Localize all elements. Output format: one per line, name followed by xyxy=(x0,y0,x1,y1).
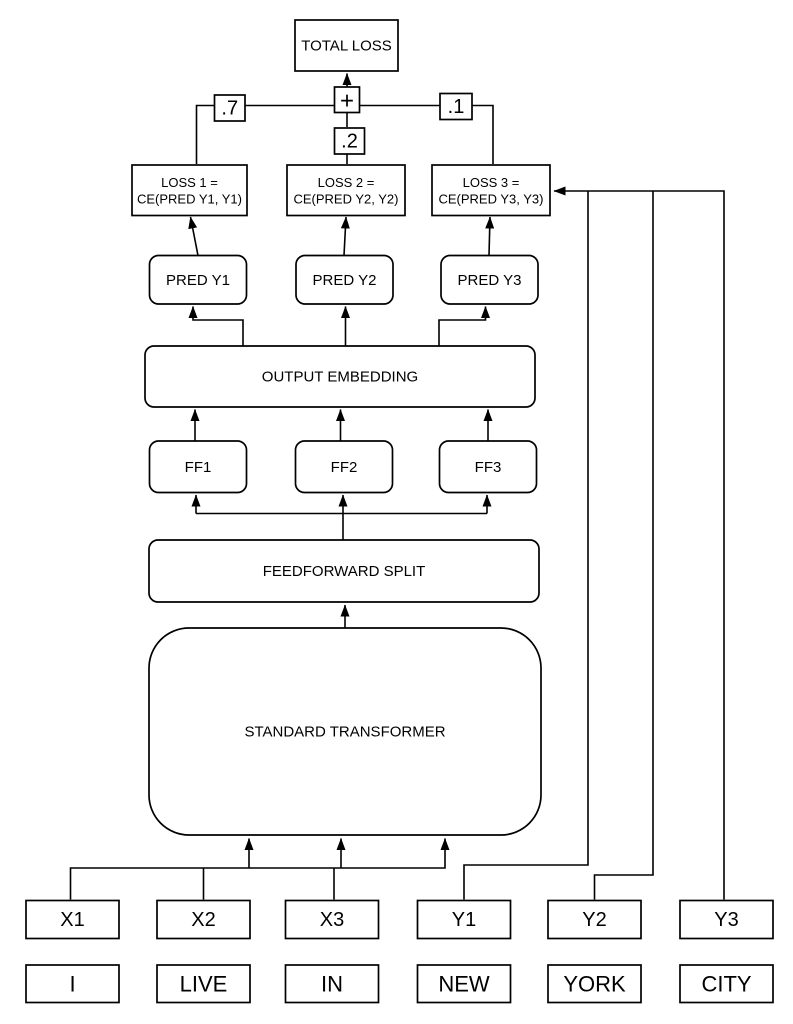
word-i-label: I xyxy=(69,972,75,997)
token-y3-node xyxy=(679,899,774,940)
weight-loss2-label: .2 xyxy=(341,131,358,153)
word-city-label: CITY xyxy=(701,972,751,997)
weight-loss2-node xyxy=(333,127,366,155)
edge-y2-to-loss3 xyxy=(593,191,654,900)
token-x2-node xyxy=(156,899,251,940)
ff1-node xyxy=(148,440,248,494)
loss3-label-line1: LOSS 3 = xyxy=(463,175,520,190)
total-loss-node xyxy=(294,19,399,72)
word-in-label: IN xyxy=(321,972,343,997)
ff2-label: FF2 xyxy=(331,459,358,476)
token-x3-node xyxy=(284,899,380,940)
token-y3-label: Y3 xyxy=(714,909,738,931)
edge-plus-to-loss1 xyxy=(195,104,335,164)
ff1-label: FF1 xyxy=(185,459,212,476)
word-york-label: YORK xyxy=(563,972,626,997)
feedforward-split-node xyxy=(148,539,540,603)
word-city-node xyxy=(679,964,774,1004)
ff2-node xyxy=(294,440,394,494)
feedforward-split-label: FEEDFORWARD SPLIT xyxy=(263,563,426,580)
loss2-node xyxy=(286,164,406,217)
weight-loss1-node xyxy=(213,94,246,122)
word-live-label: LIVE xyxy=(180,972,228,997)
word-york-node xyxy=(547,964,642,1004)
word-i-node xyxy=(25,964,120,1004)
nodes: TOTAL LOSS + .7 .2 .1 LOSS 1 = CE(PRED Y… xyxy=(25,19,774,1004)
total-loss-label: TOTAL LOSS xyxy=(301,38,392,55)
word-in-node xyxy=(284,964,380,1004)
output-embedding-label: OUTPUT EMBEDDING xyxy=(262,369,418,386)
loss1-label-line1: LOSS 1 = xyxy=(161,175,218,190)
edge-output-embedding-to-pred1 xyxy=(188,306,244,346)
edges xyxy=(69,73,725,900)
edge-plus-to-loss3 xyxy=(359,104,494,164)
weight-loss3-node xyxy=(439,92,473,121)
pred2-label: PRED Y2 xyxy=(313,272,377,289)
edge-y1-to-loss3 xyxy=(463,191,589,900)
edge-output-embedding-to-pred3 xyxy=(438,306,490,346)
loss1-node xyxy=(131,164,248,217)
edge-pred1-to-loss1 xyxy=(188,216,199,256)
weight-loss3-label: .1 xyxy=(448,96,465,118)
pred2-node xyxy=(295,254,394,305)
token-y1-label: Y1 xyxy=(452,909,476,931)
ff3-label: FF3 xyxy=(475,459,502,476)
pred1-node xyxy=(148,254,248,305)
edge-x1-rail-to-transformer xyxy=(69,838,450,900)
token-y2-node xyxy=(547,899,642,940)
word-live-node xyxy=(156,964,251,1004)
token-x3-label: X3 xyxy=(320,909,344,931)
plus-node xyxy=(333,86,361,114)
weight-loss1-label: .7 xyxy=(221,98,238,120)
pred3-node xyxy=(440,254,539,305)
token-x1-node xyxy=(25,899,120,940)
pred3-label: PRED Y3 xyxy=(458,272,522,289)
loss3-label-line2: CE(PRED Y3, Y3) xyxy=(438,191,543,206)
plus-label: + xyxy=(340,88,354,115)
token-y1-node xyxy=(416,899,512,940)
token-y2-label: Y2 xyxy=(582,909,606,931)
token-x2-label: X2 xyxy=(191,909,215,931)
standard-transformer-node xyxy=(148,627,542,836)
word-new-node xyxy=(416,964,512,1004)
loss1-label-line2: CE(PRED Y1, Y1) xyxy=(137,191,242,206)
loss2-label-line2: CE(PRED Y2, Y2) xyxy=(293,191,398,206)
output-embedding-node xyxy=(144,345,536,408)
edge-y3-to-loss3 xyxy=(553,186,725,900)
loss3-node xyxy=(431,164,551,217)
edge-pred2-to-loss2 xyxy=(340,216,350,256)
word-new-label: NEW xyxy=(438,972,490,997)
ff3-node xyxy=(438,440,538,494)
pred1-label: PRED Y1 xyxy=(166,272,230,289)
token-x1-label: X1 xyxy=(60,909,84,931)
loss2-label-line1: LOSS 2 = xyxy=(318,175,375,190)
standard-transformer-label: STANDARD TRANSFORMER xyxy=(244,724,445,741)
edge-pred3-to-loss3 xyxy=(485,216,495,256)
